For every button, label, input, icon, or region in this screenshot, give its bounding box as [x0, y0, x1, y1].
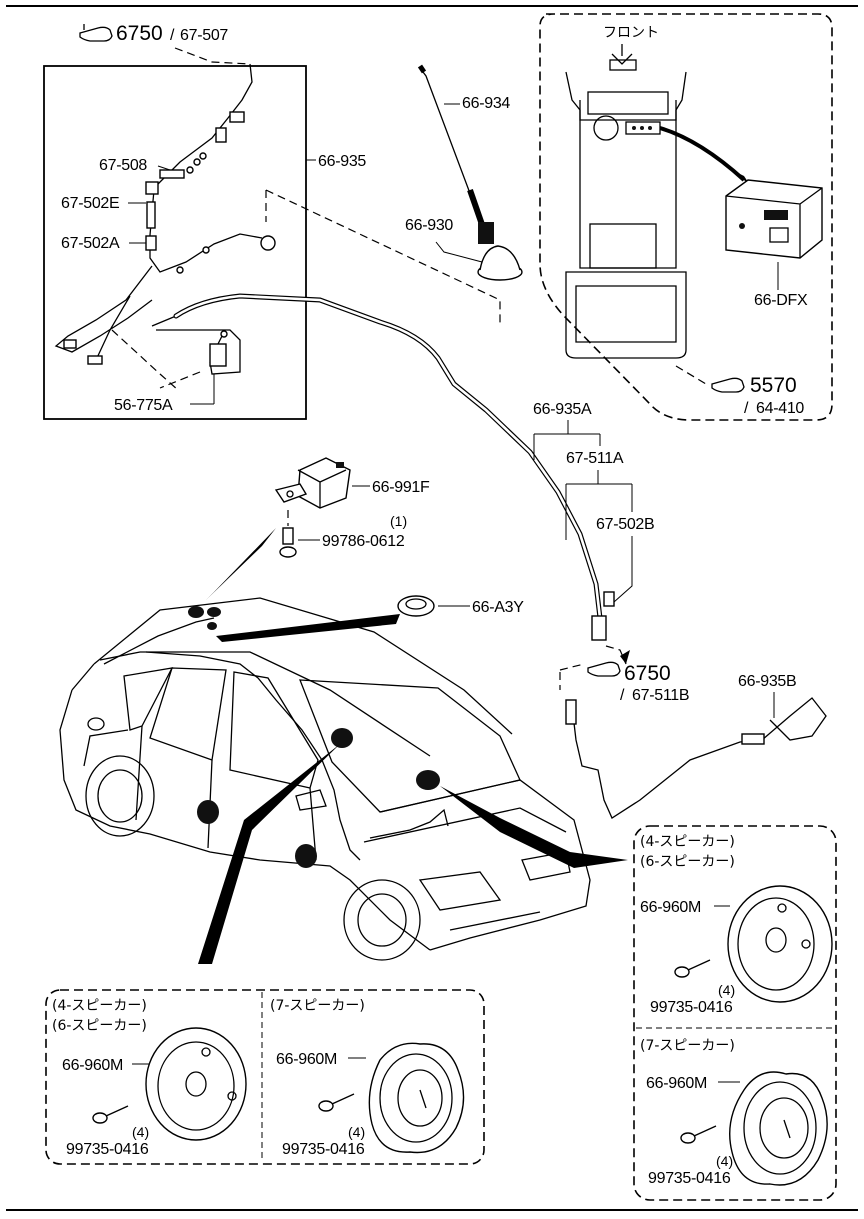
panel-bottom-left-part: 66-960M: [62, 1057, 123, 1074]
label-66-A3Y: 66-A3Y: [472, 599, 524, 616]
console-detail-box: [539, 13, 833, 421]
ref-sub: 67-507: [180, 27, 228, 44]
aux-jack-66-DFX: [725, 179, 823, 259]
ref-main: 6750: [116, 22, 163, 45]
antenna-harness-66-935: [54, 63, 276, 365]
panel-right-lower-part: 66-960M: [646, 1075, 707, 1092]
speaker-wavy-right: [729, 1071, 828, 1186]
pointer-wedge: [206, 528, 276, 600]
label-67-502E: 67-502E: [61, 195, 119, 212]
panel-right-upper-qty: (4): [718, 982, 735, 998]
screw-icon: [318, 1093, 355, 1112]
panel-right-upper-screw: 99735-0416: [650, 999, 733, 1016]
ref-slash: /: [744, 400, 749, 417]
ref-main: 5570: [750, 374, 797, 397]
antenna-mast: [417, 64, 494, 244]
tweeter-66-A3Y: [397, 595, 435, 617]
label-66-935: 66-935: [318, 153, 366, 170]
panel-bottom-left-line1: (4-スピーカー): [52, 998, 147, 1014]
screw-99786-0612: [279, 510, 297, 558]
panel-bottom-mid-line1: (7-スピーカー): [270, 998, 365, 1014]
screw-icon: [680, 1125, 717, 1144]
vehicle-outline: [59, 597, 591, 961]
label-66-935B: 66-935B: [738, 673, 796, 690]
pointing-hand-icon: [587, 661, 621, 677]
panel-right-lower-qty: (4): [716, 1153, 733, 1169]
label-67-508: 67-508: [99, 157, 147, 174]
panel-right-lower-screw: 99735-0416: [648, 1170, 731, 1187]
panel-bottom-mid-qty: (4): [348, 1124, 365, 1140]
panel-bottom-left-screw: 99735-0416: [66, 1141, 149, 1158]
panel-right-upper-part: 66-960M: [640, 899, 701, 916]
speaker-wavy-bottom-mid: [368, 1042, 465, 1154]
ref-slash: /: [620, 687, 625, 704]
label-66-DFX: 66-DFX: [754, 292, 808, 309]
panel-bottom-left-qty: (4): [132, 1124, 149, 1140]
bracket-dash: [111, 329, 201, 391]
ref-6750-top[interactable]: 6750 / 67-507: [79, 22, 229, 45]
label-66-991F: 66-991F: [372, 479, 430, 496]
front-arrow-icon: [611, 44, 633, 65]
connector-67-502B: [591, 615, 607, 641]
panel-right-upper-line2: (6-スピーカー): [640, 854, 735, 870]
pointing-hand-icon: [79, 24, 113, 42]
ref-5570[interactable]: 5570 / 64-410: [675, 365, 805, 417]
panel-right-lower-line1: (7-スピーカー): [640, 1038, 735, 1054]
label-67-502B: 67-502B: [596, 516, 654, 533]
qty-99786: (1): [390, 513, 407, 529]
label-56-775A: 56-775A: [114, 397, 173, 414]
label-67-511A: 67-511A: [566, 450, 624, 467]
ref-slash: /: [170, 27, 175, 44]
speaker-panel-bottom: [45, 989, 485, 1165]
ref-sub: 64-410: [756, 400, 804, 417]
ref-leader: [174, 47, 251, 65]
bracket-56-775A: [151, 315, 241, 375]
speaker-panel-right: [633, 825, 837, 1201]
front-label: フロント: [603, 25, 659, 41]
panel-bottom-mid-part: 66-960M: [276, 1051, 337, 1068]
label-66-934: 66-934: [462, 95, 510, 112]
pointing-hand-icon: [711, 377, 745, 393]
label-99786-0612: 99786-0612: [322, 533, 405, 550]
ref-main: 6750: [624, 662, 671, 685]
ref-6750-mid[interactable]: 6750 / 67-511B: [559, 661, 690, 704]
screw-icon: [92, 1105, 129, 1124]
antenna-base: [477, 245, 523, 281]
ref-sub: 67-511B: [632, 687, 689, 704]
amplifier-66-991F: [274, 457, 351, 509]
label-67-502A: 67-502A: [61, 235, 120, 252]
label-66-930: 66-930: [405, 217, 453, 234]
panel-bottom-left-line2: (6-スピーカー): [52, 1018, 147, 1034]
cable-66-935B: [571, 697, 827, 819]
panel-bottom-mid-screw: 99735-0416: [282, 1141, 365, 1158]
screw-icon: [674, 959, 711, 978]
center-console: [565, 59, 687, 359]
label-66-935A: 66-935A: [533, 401, 592, 418]
speaker-round-bottom-left: [145, 1027, 247, 1141]
harness-detail-box: [43, 65, 307, 420]
speaker-round-right: [727, 885, 833, 1003]
panel-right-upper-line1: (4-スピーカー): [640, 834, 735, 850]
